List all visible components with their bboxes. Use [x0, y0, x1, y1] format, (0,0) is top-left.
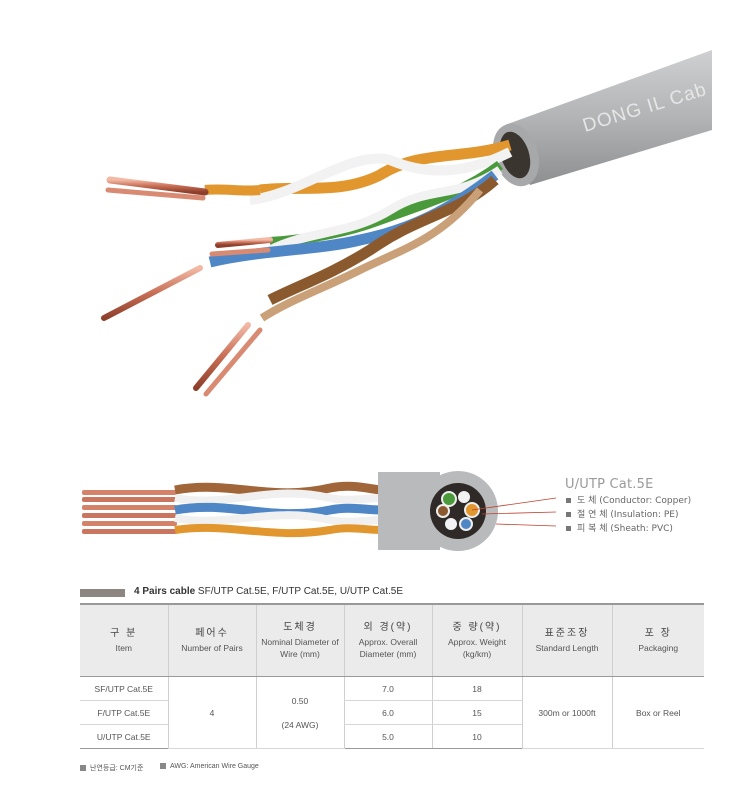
legend-item-insulation: 절 연 체 (Insulation: PE)	[566, 507, 678, 520]
bullet-icon	[566, 512, 571, 517]
cell-overall-diameter: 5.0	[343, 724, 432, 749]
section-title: 4 Pairs cable SF/UTP Cat.5E, F/UTP Cat.5…	[134, 586, 403, 597]
cable-diagram	[82, 471, 557, 551]
cable-photo: DONG IL Cab	[101, 50, 712, 397]
twisted-pairs	[174, 481, 381, 538]
cell-item: F/UTP Cat.5E	[80, 700, 168, 725]
bullet-icon	[160, 763, 166, 770]
cell-packaging: Box or Reel	[611, 676, 704, 749]
table-row: SF/UTP Cat.5E 4 0.50 (24 AWG) 7.0 18 300…	[80, 676, 704, 749]
cell-weight: 18	[431, 676, 522, 701]
cell-pairs: 4	[167, 676, 256, 749]
cell-overall-diameter: 6.0	[343, 700, 432, 725]
bullet-icon	[80, 765, 86, 772]
cell-overall-diameter: 7.0	[343, 676, 432, 701]
cell-weight: 10	[431, 724, 522, 749]
cell-item: U/UTP Cat.5E	[80, 724, 168, 749]
cell-wire-diameter: 0.50 (24 AWG)	[255, 676, 344, 749]
cell-item: SF/UTP Cat.5E	[80, 676, 168, 701]
cell-standard-length: 300m or 1000ft	[521, 676, 612, 749]
legend-item-sheath: 피 복 체 (Sheath: PVC)	[566, 521, 673, 534]
cell-weight: 15	[431, 700, 522, 725]
copper-strands	[82, 490, 177, 534]
table-row: F/UTP Cat.5E 6.0 15	[80, 700, 704, 725]
header-overall-diameter: 외 경(약)Approx. Overall Diameter (mm)	[343, 603, 432, 677]
bullet-icon	[566, 526, 571, 531]
legend-title: U/UTP Cat.5E	[565, 477, 654, 492]
footnote-flame-rating: 난연등급: CM기준	[80, 763, 143, 773]
legend-item-conductor: 도 체 (Conductor: Copper)	[566, 493, 691, 506]
table-row: U/UTP Cat.5E 5.0 10	[80, 724, 704, 749]
header-weight: 중 량(약)Approx. Weight (kg/km)	[431, 603, 522, 677]
section-bar	[80, 589, 125, 597]
footnote-awg: AWG: American Wire Gauge	[160, 763, 259, 770]
bullet-icon	[566, 498, 571, 503]
